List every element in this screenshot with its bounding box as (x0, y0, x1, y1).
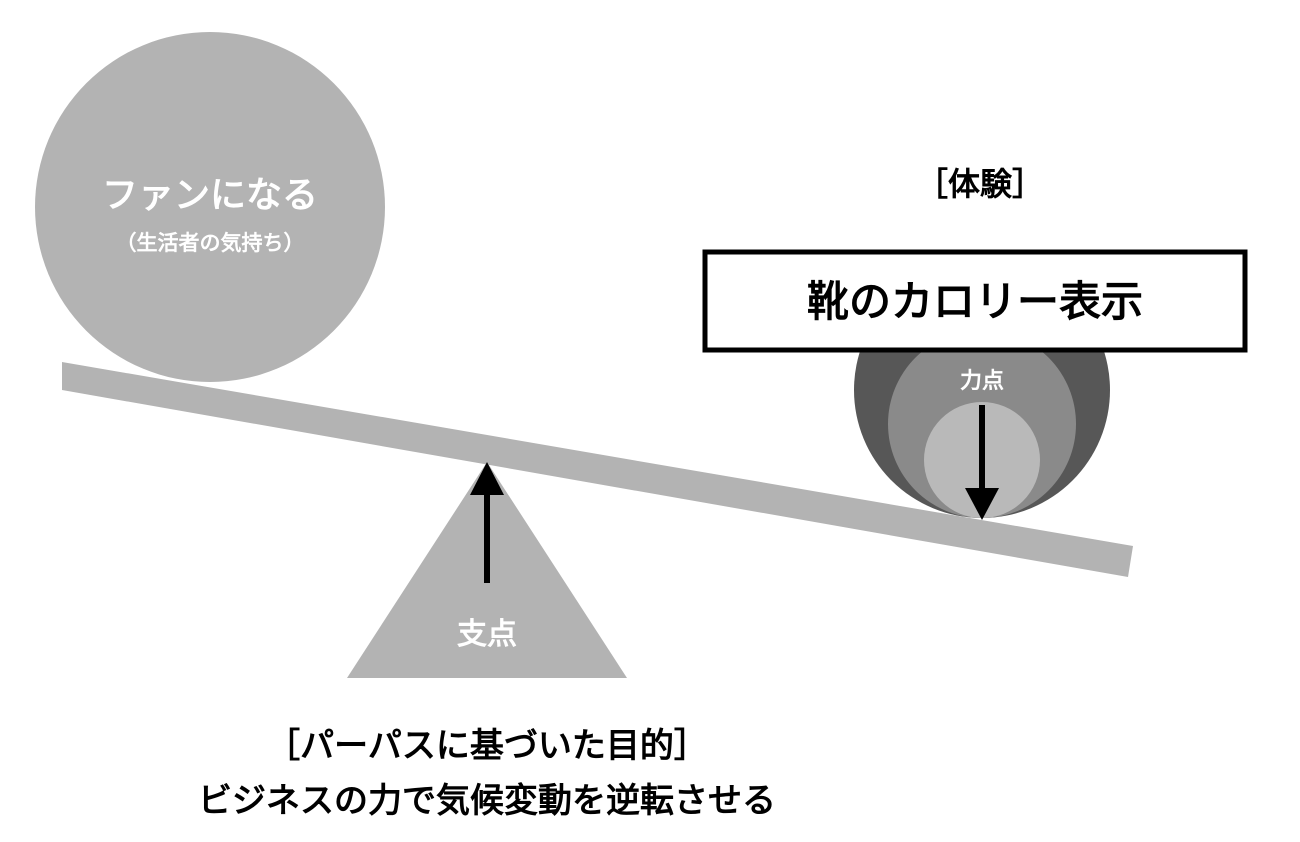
purpose-bracket-label: ［パーパスに基づいた目的］ (266, 726, 708, 766)
fulcrum-label: 支点 (457, 617, 517, 652)
down-arrow-icon (965, 405, 999, 520)
load-subtitle: （生活者の気持ち） (116, 231, 305, 255)
lever-beam (62, 362, 1133, 577)
experience-box-label: 靴のカロリー表示 (807, 277, 1143, 326)
load-title: ファンになる (102, 175, 318, 216)
effort-point-label: 力点 (960, 368, 1004, 394)
purpose-caption: ビジネスの力で気候変動を逆転させる (198, 781, 776, 821)
load-circle (35, 32, 385, 382)
experience-bracket-label: ［体験］ (916, 165, 1044, 203)
experience-box (702, 249, 1248, 353)
up-arrow-icon (470, 462, 504, 583)
